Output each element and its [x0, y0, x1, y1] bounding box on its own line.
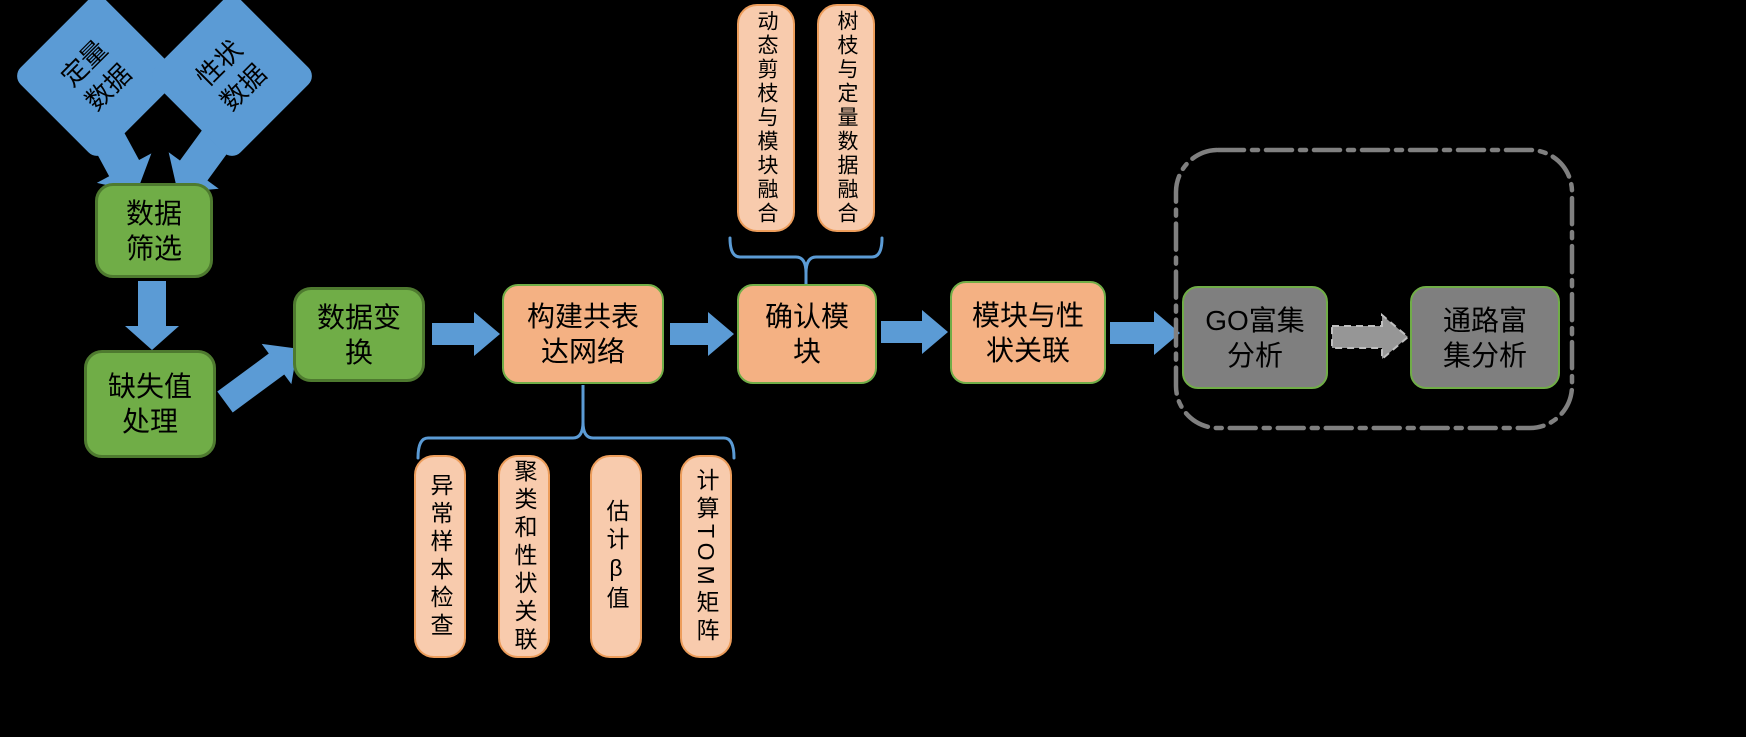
arrow-modules-to-assoc — [881, 310, 948, 354]
step-identify-modules: 确认模 块 — [737, 284, 877, 384]
detail-estimate-beta: 估计β值 — [590, 455, 642, 658]
detail-dynamic-tree-cut: 动态剪枝与模块融合 — [737, 4, 795, 232]
detail-outlier-sample-check: 异常样本检查 — [414, 455, 466, 658]
enrichment-dashed-outline — [1173, 147, 1575, 431]
arrow-go-to-pathway — [1331, 312, 1410, 362]
detail-compute-tom: 计算TOM矩阵 — [680, 455, 732, 658]
detail-cluster-trait-association: 聚类和性状关联 — [498, 455, 550, 658]
arrow-missing-to-transform — [217, 343, 298, 413]
detail-tree-quant-merge: 树枝与定量数据融合 — [817, 4, 875, 232]
arrow-transform-to-network — [432, 312, 500, 356]
step-pathway-enrichment: 通路富 集分析 — [1410, 286, 1560, 389]
step-data-filter: 数据 筛选 — [95, 183, 213, 278]
step-data-transform: 数据变 换 — [293, 287, 425, 382]
brace-network-details — [416, 421, 736, 460]
arrow-assoc-to-go — [1110, 311, 1180, 355]
arrow-filter-to-missing — [125, 281, 179, 350]
step-missing-values: 缺失值 处理 — [84, 350, 216, 458]
step-go-enrichment: GO富集 分析 — [1182, 286, 1328, 389]
step-module-trait-association: 模块与性 状关联 — [950, 281, 1106, 384]
arrow-network-to-modules — [670, 312, 734, 356]
brace-module-details — [728, 236, 884, 274]
step-build-network: 构建共表 达网络 — [502, 284, 664, 384]
